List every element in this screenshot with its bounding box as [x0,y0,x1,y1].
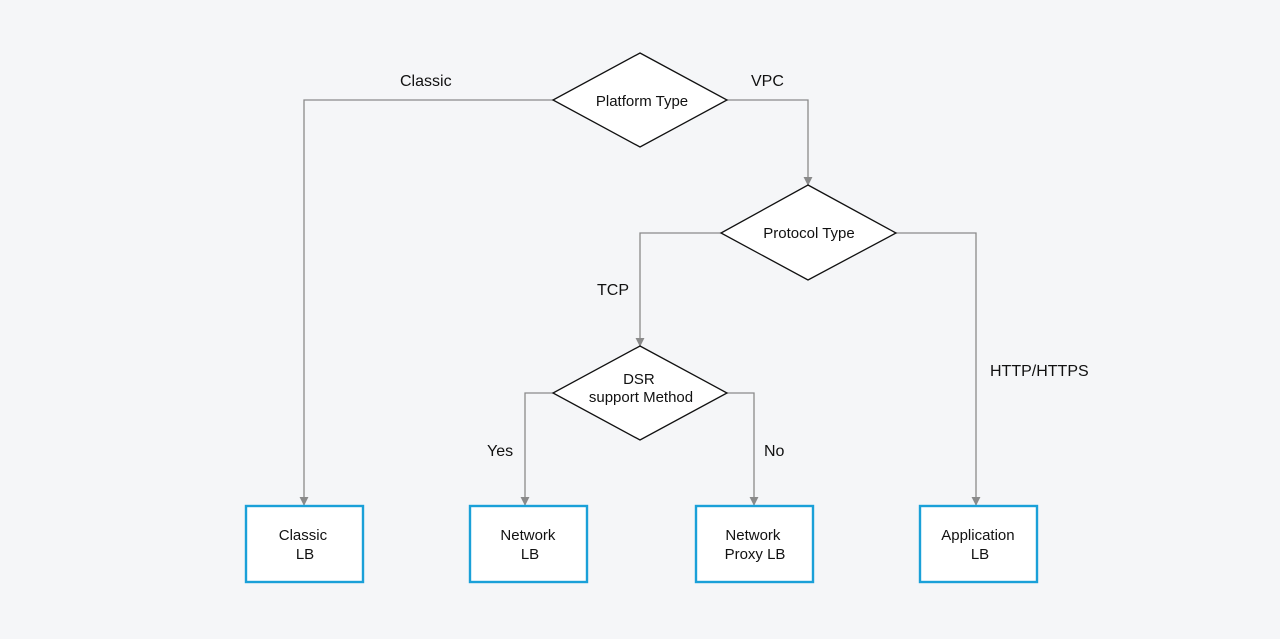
svg-text:Application LB: Application LB [941,527,1019,563]
protocol-type-label: Protocol Type [763,225,854,242]
classic-lb-line-1: Classic [279,527,328,544]
classic-lb-line-2: LB [296,546,314,563]
edge-dsr-to-network-proxy-lb [727,392,759,506]
edge-protocol-to-application-lb [896,232,981,506]
edge-dsr-to-network-lb [520,392,553,506]
svg-text:DSR support Method: DSR support Method [589,371,693,406]
edge-platform-to-classic-lb [299,99,553,506]
svg-text:Network LB: Network LB [500,527,559,563]
edge-label-tcp: TCP [597,282,629,299]
edge-labels: Classic VPC TCP HTTP/HTTPS Yes No [400,73,1089,460]
svg-text:Network Proxy LB: Network Proxy LB [725,527,786,563]
network-proxy-lb-line-2: Proxy LB [725,546,786,563]
result-classic-lb: Classic LB [244,504,365,584]
edge-label-vpc: VPC [751,73,784,90]
application-lb-line-1: Application [941,527,1014,544]
decision-protocol-type: Protocol Type [719,184,898,281]
edge-label-yes: Yes [487,443,513,460]
result-box [244,504,365,584]
edge-label-no: No [764,443,785,460]
diamond-shape [551,52,729,148]
diamond-shape [719,184,898,281]
result-application-lb: Application LB [918,504,1039,584]
dsr-label-line-2: support Method [589,389,693,406]
decision-platform-type: Platform Type [551,52,729,148]
result-network-proxy-lb: Network Proxy LB [694,504,815,584]
network-lb-line-1: Network [500,527,556,544]
dsr-label-line-1: DSR [623,371,655,388]
svg-text:Classic LB: Classic LB [279,527,332,563]
network-lb-line-2: LB [521,546,539,563]
result-box [694,504,815,584]
edge-label-classic: Classic [400,73,452,90]
decision-dsr-support-method: DSR support Method [551,345,729,441]
diamond-shape [551,345,729,441]
edge-platform-to-protocol [727,99,813,186]
svg-text:Platform Type: Platform Type [596,93,688,110]
edge-protocol-to-dsr [635,232,721,347]
svg-text:Protocol Type: Protocol Type [763,225,854,242]
network-proxy-lb-line-1: Network [725,527,781,544]
application-lb-line-2: LB [971,546,989,563]
result-network-lb: Network LB [468,504,589,584]
result-box [918,504,1039,584]
result-box [468,504,589,584]
connectors [299,99,981,506]
edge-label-http-https: HTTP/HTTPS [990,363,1089,380]
platform-type-label: Platform Type [596,93,688,110]
